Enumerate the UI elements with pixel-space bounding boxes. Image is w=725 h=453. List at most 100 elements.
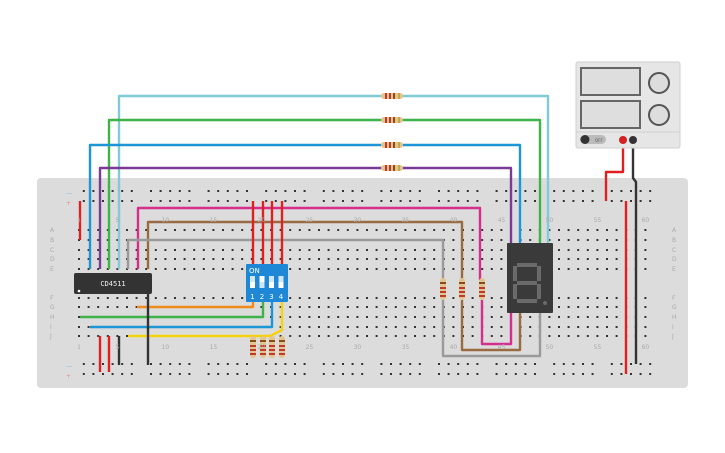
hole[interactable] bbox=[433, 249, 436, 251]
rail-hole[interactable] bbox=[159, 373, 162, 375]
hole[interactable] bbox=[116, 306, 119, 308]
hole[interactable] bbox=[490, 335, 493, 337]
hole[interactable] bbox=[433, 229, 436, 231]
hole[interactable] bbox=[567, 297, 570, 299]
rail-hole[interactable] bbox=[582, 373, 584, 375]
hole[interactable] bbox=[404, 335, 407, 337]
rail-hole[interactable] bbox=[438, 363, 440, 365]
hole[interactable] bbox=[106, 306, 109, 308]
resistor[interactable] bbox=[440, 278, 446, 300]
rail-hole[interactable] bbox=[82, 363, 85, 365]
hole[interactable] bbox=[154, 229, 157, 231]
resistor[interactable] bbox=[381, 165, 403, 171]
rail-hole[interactable] bbox=[361, 200, 364, 202]
hole[interactable] bbox=[423, 297, 426, 299]
hole[interactable] bbox=[289, 306, 292, 308]
hole[interactable] bbox=[423, 306, 426, 308]
rail-hole[interactable] bbox=[169, 190, 172, 192]
rail-hole[interactable] bbox=[447, 363, 450, 365]
rail-hole[interactable] bbox=[303, 200, 306, 202]
hole[interactable] bbox=[606, 335, 608, 337]
hole[interactable] bbox=[174, 249, 176, 251]
hole[interactable] bbox=[606, 316, 608, 318]
rail-hole[interactable] bbox=[169, 200, 172, 202]
hole[interactable] bbox=[289, 268, 292, 270]
rail-hole[interactable] bbox=[188, 363, 191, 365]
rail-hole[interactable] bbox=[572, 190, 575, 192]
hole[interactable] bbox=[356, 268, 359, 270]
rail-hole[interactable] bbox=[342, 363, 344, 365]
hole[interactable] bbox=[337, 258, 340, 260]
hole[interactable] bbox=[260, 249, 263, 251]
rail-hole[interactable] bbox=[322, 363, 325, 365]
hole[interactable] bbox=[375, 229, 378, 231]
hole[interactable] bbox=[327, 268, 330, 270]
rail-hole[interactable] bbox=[457, 200, 460, 202]
hole[interactable] bbox=[289, 229, 292, 231]
rail-hole[interactable] bbox=[610, 190, 613, 192]
rail-hole[interactable] bbox=[130, 200, 133, 202]
hole[interactable] bbox=[490, 297, 493, 299]
hole[interactable] bbox=[471, 249, 474, 251]
rail-hole[interactable] bbox=[303, 190, 306, 192]
hole[interactable] bbox=[586, 229, 589, 231]
rail-hole[interactable] bbox=[524, 190, 527, 192]
hole[interactable] bbox=[135, 297, 138, 299]
rail-hole[interactable] bbox=[572, 373, 575, 375]
hole[interactable] bbox=[375, 297, 378, 299]
hole[interactable] bbox=[116, 229, 119, 231]
hole[interactable] bbox=[78, 258, 80, 260]
hole[interactable] bbox=[404, 326, 407, 328]
rail-hole[interactable] bbox=[284, 190, 287, 192]
rail-hole[interactable] bbox=[418, 363, 421, 365]
hole[interactable] bbox=[606, 306, 608, 308]
hole[interactable] bbox=[558, 239, 560, 241]
blue-wire[interactable] bbox=[90, 302, 274, 329]
green-wire[interactable] bbox=[107, 118, 542, 269]
hole[interactable] bbox=[481, 268, 484, 270]
rail-hole[interactable] bbox=[102, 190, 104, 192]
hole[interactable] bbox=[222, 268, 224, 270]
hole[interactable] bbox=[126, 306, 128, 308]
hole[interactable] bbox=[404, 316, 407, 318]
hole[interactable] bbox=[490, 229, 493, 231]
hole[interactable] bbox=[471, 239, 474, 241]
hole[interactable] bbox=[615, 326, 618, 328]
rail-hole[interactable] bbox=[169, 363, 172, 365]
hole[interactable] bbox=[279, 316, 282, 318]
gray-wire[interactable] bbox=[441, 300, 542, 358]
hole[interactable] bbox=[318, 297, 320, 299]
hole[interactable] bbox=[548, 326, 551, 328]
hole[interactable] bbox=[366, 297, 368, 299]
rail-hole[interactable] bbox=[207, 190, 210, 192]
hole[interactable] bbox=[241, 258, 244, 260]
hole[interactable] bbox=[644, 297, 647, 299]
rail-hole[interactable] bbox=[630, 363, 632, 365]
hole[interactable] bbox=[558, 306, 560, 308]
rail-hole[interactable] bbox=[102, 373, 104, 375]
hole[interactable] bbox=[116, 297, 119, 299]
rail-hole[interactable] bbox=[390, 373, 392, 375]
hole[interactable] bbox=[596, 268, 599, 270]
hole[interactable] bbox=[308, 229, 311, 231]
hole[interactable] bbox=[644, 316, 647, 318]
rail-hole[interactable] bbox=[553, 373, 556, 375]
hole[interactable] bbox=[279, 335, 282, 337]
rail-hole[interactable] bbox=[591, 190, 594, 192]
rail-hole[interactable] bbox=[380, 200, 383, 202]
hole[interactable] bbox=[414, 326, 416, 328]
hole[interactable] bbox=[126, 297, 128, 299]
rail-hole[interactable] bbox=[639, 200, 642, 202]
hole[interactable] bbox=[260, 258, 263, 260]
rail-hole[interactable] bbox=[351, 363, 354, 365]
rail-hole[interactable] bbox=[322, 373, 325, 375]
hole[interactable] bbox=[558, 258, 560, 260]
rail-hole[interactable] bbox=[534, 190, 536, 192]
hole[interactable] bbox=[567, 316, 570, 318]
rail-hole[interactable] bbox=[562, 373, 565, 375]
rail-hole[interactable] bbox=[639, 373, 642, 375]
hole[interactable] bbox=[356, 306, 359, 308]
hole[interactable] bbox=[279, 249, 282, 251]
hole[interactable] bbox=[644, 326, 647, 328]
hole[interactable] bbox=[558, 326, 560, 328]
